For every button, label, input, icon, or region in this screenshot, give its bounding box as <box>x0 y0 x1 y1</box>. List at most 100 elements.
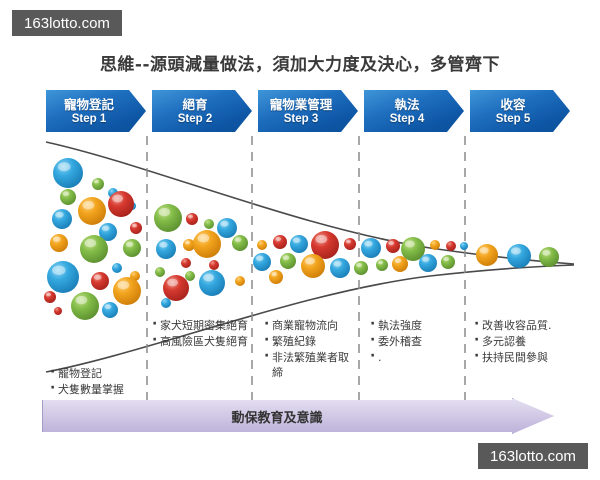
bubble-orange <box>257 240 267 250</box>
bullet-item: 執法強度 <box>370 317 462 333</box>
bullet-item: 家犬短期密集絕育 <box>152 317 248 333</box>
bubble-red <box>181 258 191 268</box>
bubble-blue <box>99 223 117 241</box>
bubble-orange <box>235 276 245 286</box>
bubble-green <box>539 247 559 267</box>
bubble-red <box>54 307 62 315</box>
bubble-green <box>401 237 425 261</box>
bullet-item: . <box>370 349 462 365</box>
bullet-column-3: 商業寵物流向繁殖紀錄非法繁殖業者取締 <box>264 317 356 381</box>
bubble-blue <box>156 239 176 259</box>
bubble-green <box>60 189 76 205</box>
bubble-blue <box>460 242 468 250</box>
step-banner-number-5: Step 5 <box>495 112 531 125</box>
bubble-blue <box>53 158 83 188</box>
bubble-red <box>108 191 134 217</box>
bubble-green <box>376 259 388 271</box>
step-banner-number-3: Step 3 <box>283 112 319 125</box>
page-title: 思維--源頭減量做法，須加大力度及決心，多管齊下 <box>99 55 501 75</box>
bullet-list-3: 商業寵物流向繁殖紀錄非法繁殖業者取締 <box>264 317 356 380</box>
bubble-blue <box>102 302 118 318</box>
bubble-green <box>280 253 296 269</box>
step-banner-number-2: Step 2 <box>177 112 213 125</box>
bubble-blue <box>52 209 72 229</box>
bubble-red <box>44 291 56 303</box>
step-banner-number-4: Step 4 <box>389 112 425 125</box>
step-banner-title-3: 寵物業管理 <box>269 96 333 112</box>
bubble-green <box>123 239 141 257</box>
bullet-item: 委外稽查 <box>370 333 462 349</box>
bubble-orange <box>269 270 283 284</box>
funnel-lower-curve <box>45 264 575 373</box>
bubble-red <box>130 222 142 234</box>
bubble-green <box>154 204 182 232</box>
step-banner-title-4: 執法 <box>394 96 420 112</box>
bubble-red <box>386 239 400 253</box>
bullet-item: 扶持民間參與 <box>474 349 578 365</box>
bubble-blue <box>112 263 122 273</box>
bullet-item: 非法繁殖業者取締 <box>264 349 356 380</box>
bubble-orange <box>183 239 195 251</box>
step-banner-title-5: 收容 <box>500 96 526 112</box>
bubble-blue <box>47 261 79 293</box>
bubble-blue <box>330 258 350 278</box>
bubble-red <box>311 231 339 259</box>
bullet-item: 商業寵物流向 <box>264 317 356 333</box>
bubble-green <box>155 267 165 277</box>
bullet-column-5: 改善收容品質.多元認養扶持民間參與 <box>474 317 578 366</box>
bubble-orange <box>50 234 68 252</box>
bubble-red <box>209 260 219 270</box>
bubble-blue <box>507 244 531 268</box>
bullet-list-2: 家犬短期密集絕育高風險區犬隻絕育 <box>152 317 248 349</box>
bullet-item: 犬隻數量掌握 <box>50 381 146 397</box>
bubble-blue <box>290 235 308 253</box>
bullet-item: 高風險區犬隻絕育 <box>152 333 248 349</box>
bubble-red <box>446 241 456 251</box>
bullet-item: 改善收容品質. <box>474 317 578 333</box>
watermark-top: 163lotto.com <box>12 10 122 36</box>
awareness-arrow: 動保教育及意識 <box>42 398 554 434</box>
bullet-item: 多元認養 <box>474 333 578 349</box>
bubble-red <box>163 275 189 301</box>
watermark-bottom: 163lotto.com <box>478 443 588 469</box>
bubble-blue <box>419 254 437 272</box>
bubble-green <box>354 261 368 275</box>
bubble-blue <box>161 298 171 308</box>
bubble-red <box>186 213 198 225</box>
bubble-orange <box>430 240 440 250</box>
bubble-green <box>71 292 99 320</box>
step-banner-number-1: Step 1 <box>71 112 107 125</box>
bullet-list-1: 寵物登記犬隻數量掌握 <box>50 365 146 397</box>
bubble-green <box>92 178 104 190</box>
bubble-red <box>91 272 109 290</box>
bubble-blue <box>199 270 225 296</box>
bullet-column-1: 寵物登記犬隻數量掌握 <box>50 365 146 398</box>
bubble-blue <box>217 218 237 238</box>
step-banner-title-2: 絕育 <box>182 96 208 112</box>
bullet-list-4: 執法強度委外稽查. <box>370 317 462 365</box>
bullet-item: 寵物登記 <box>50 365 146 381</box>
bullet-item: 繁殖紀錄 <box>264 333 356 349</box>
bubble-green <box>80 235 108 263</box>
bubble-green <box>441 255 455 269</box>
bubble-layer <box>44 158 559 320</box>
bubble-green <box>204 219 214 229</box>
bubble-green <box>185 271 195 281</box>
bubble-green <box>232 235 248 251</box>
bubble-blue <box>253 253 271 271</box>
bubble-red <box>273 235 287 249</box>
bubble-orange <box>78 197 106 225</box>
bubble-blue <box>361 238 381 258</box>
bullet-column-4: 執法強度委外稽查. <box>370 317 462 366</box>
bubble-red <box>344 238 356 250</box>
awareness-arrow-label: 動保教育及意識 <box>231 410 323 426</box>
bubble-orange <box>301 254 325 278</box>
bullet-list-5: 改善收容品質.多元認養扶持民間參與 <box>474 317 578 365</box>
